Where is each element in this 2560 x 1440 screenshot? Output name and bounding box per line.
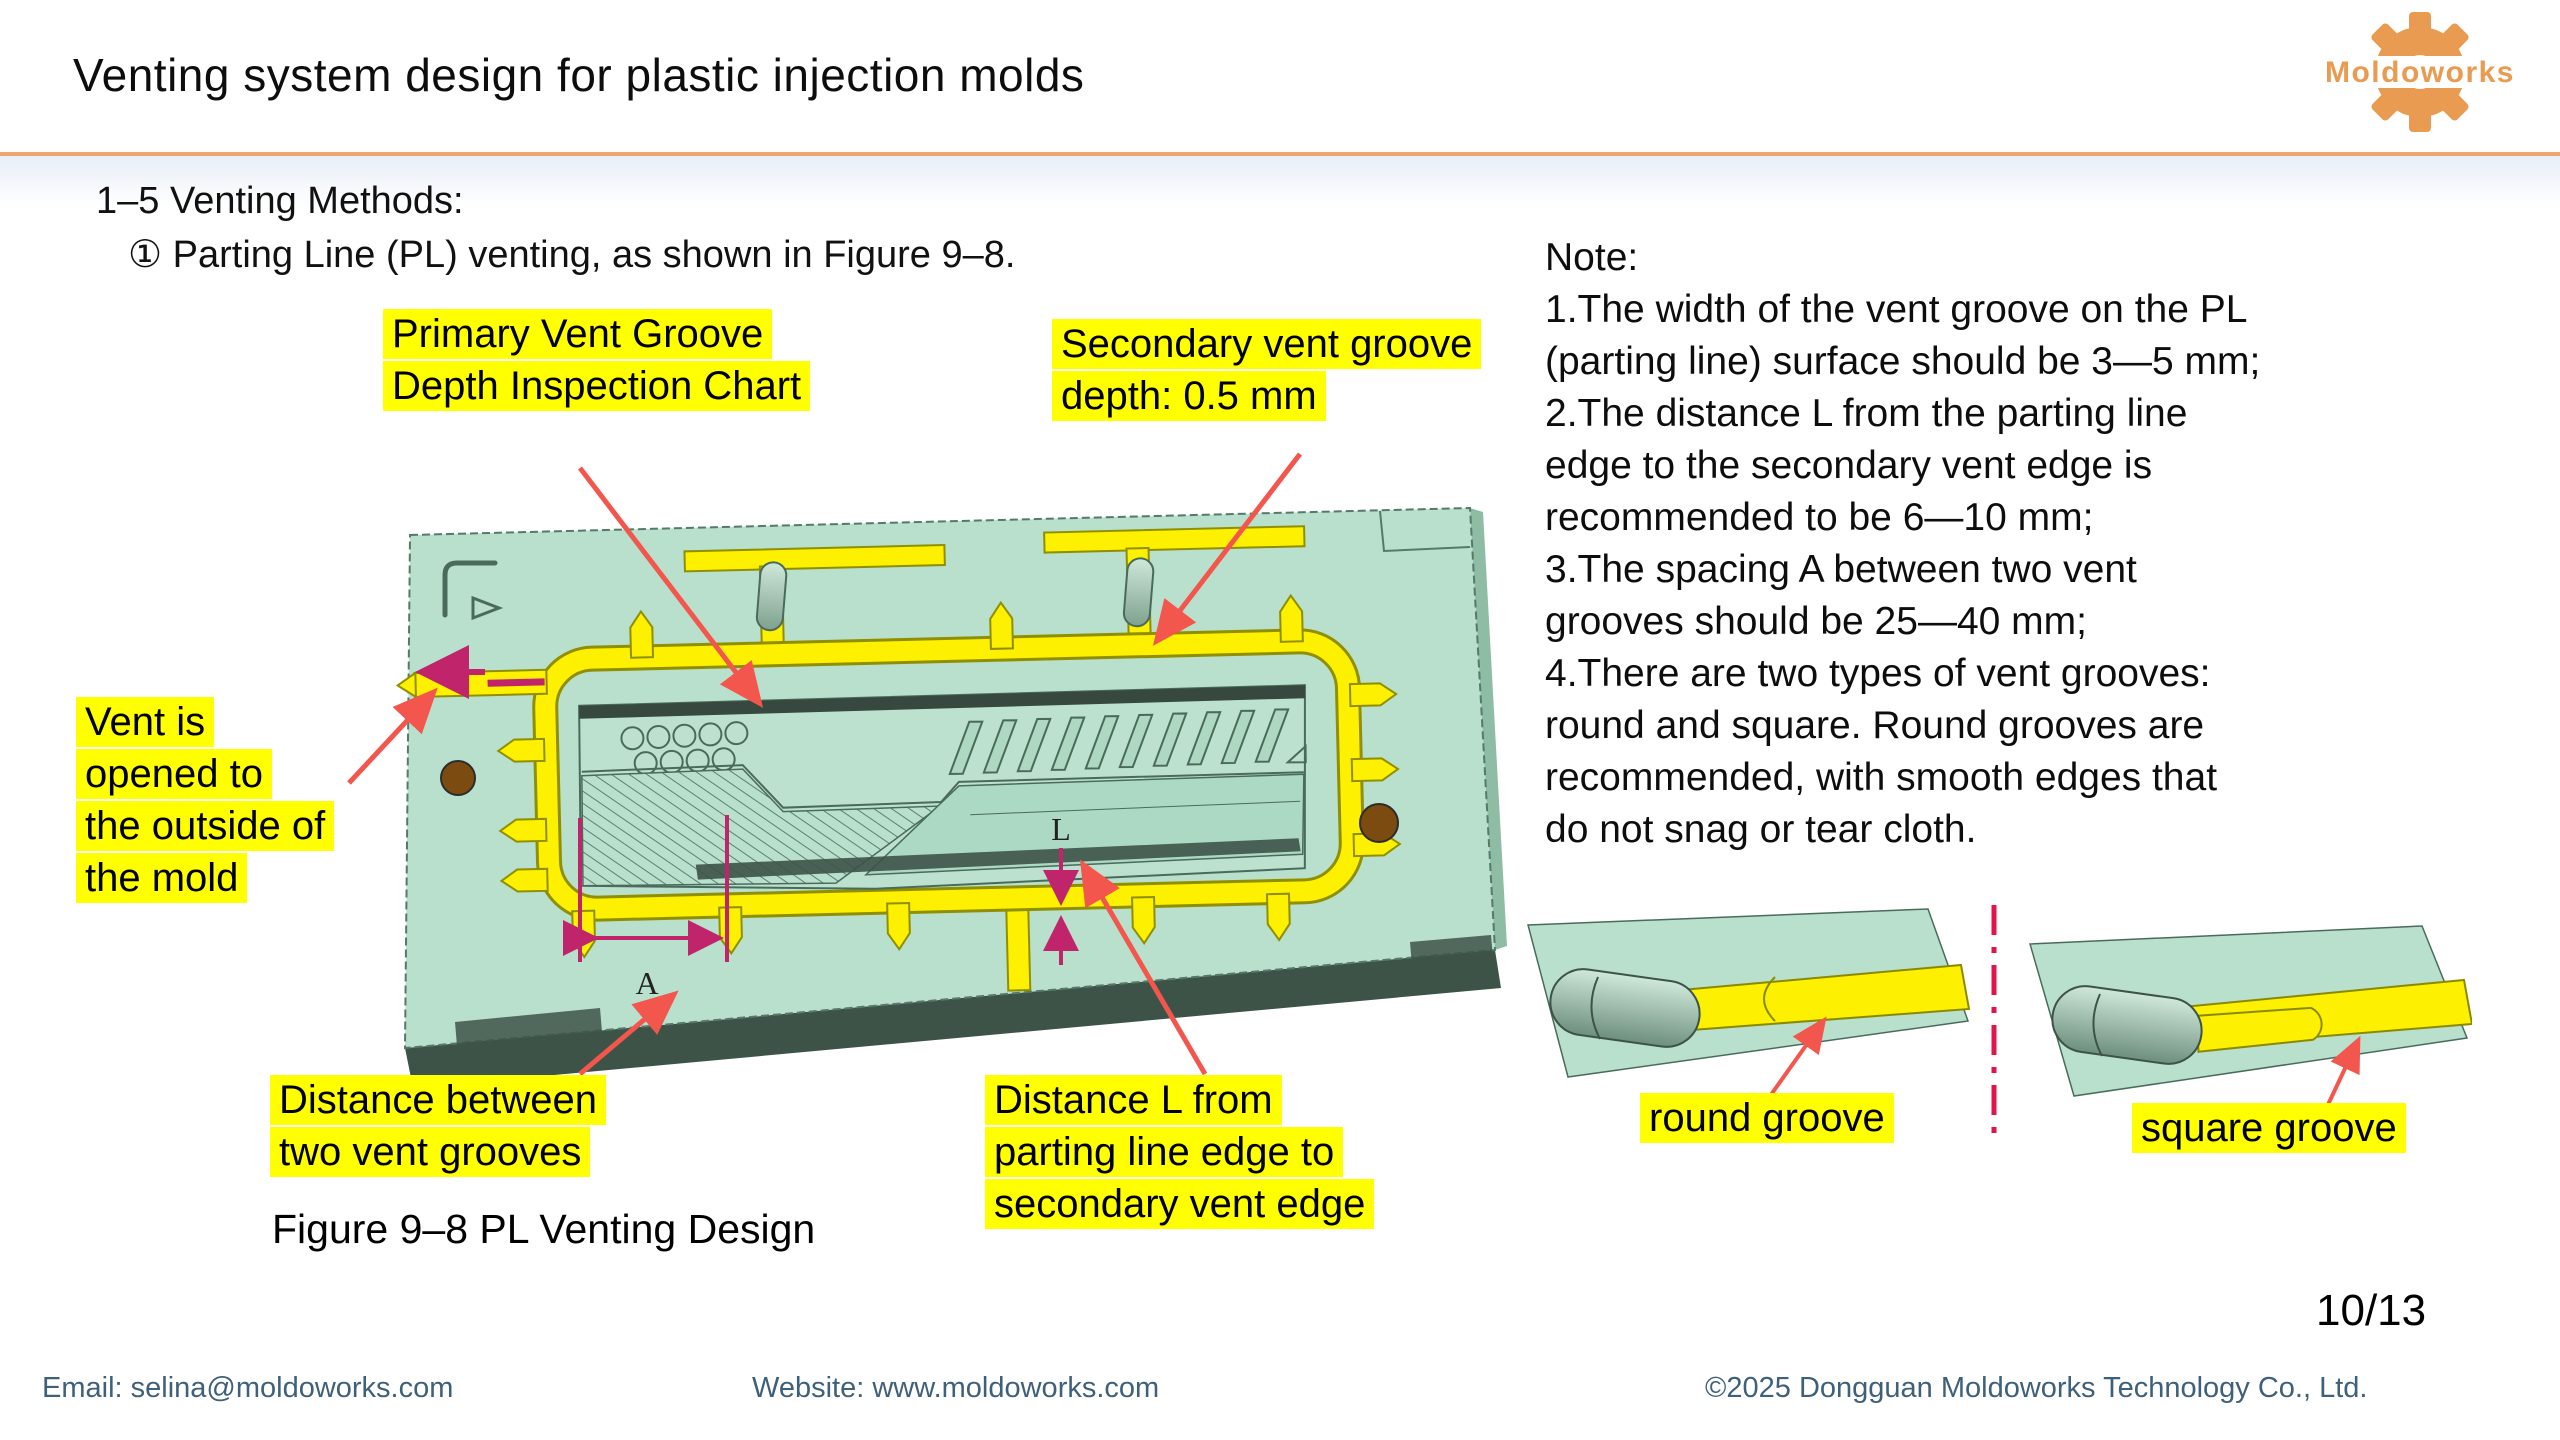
parting-edge-strip [695,838,1301,880]
footer-website: Website: www.moldoworks.com [752,1372,1160,1404]
note-text: Note: 1.The width of the vent groove on … [1545,236,2261,851]
dim-label-l: L [1051,811,1071,847]
label-primary-vent-groove: Primary Vent Groove Depth Inspection Cha… [383,308,811,412]
page-number: 10/13 [2316,1286,2427,1335]
label-square-groove: square groove [2132,1102,2406,1154]
footer-copyright: ©2025 Dongguan Moldoworks Technology Co.… [1705,1372,2368,1404]
moldoworks-logo: Moldoworks [2290,12,2550,132]
figure-caption: Figure 9–8 PL Venting Design [272,1206,816,1252]
square-groove-figure [2029,925,2472,1129]
pin-round-pills [755,557,1155,632]
label-distance-l: Distance L from parting line edge to sec… [985,1074,1375,1230]
pl-venting-figure: A L [347,452,1507,1088]
slat-pattern [948,708,1307,775]
page-title: Venting system design for plastic inject… [73,49,1085,101]
dim-label-a: A [635,965,658,1001]
header-fade-band [0,156,2560,208]
gate-corner-marker [442,560,504,621]
dimension-l: L [1043,811,1079,965]
screw-holes [440,760,1399,843]
logo-text: Moldoworks [2325,56,2515,89]
label-round-groove: round groove [1640,1092,1894,1144]
square-plug [2051,985,2203,1065]
header-divider [0,152,2560,156]
method-item-1: ① Parting Line (PL) venting, as shown in… [128,234,1016,276]
section-heading: 1–5 Venting Methods: [96,180,464,222]
gear-icon [2290,12,2550,132]
round-plug [1549,968,1701,1048]
round-groove-figure [1527,908,1970,1115]
groove-divider-line [1991,905,1997,1133]
label-vent-outside: Vent is opened to the outside of the mol… [76,696,335,904]
annotation-arrows [347,452,1302,1076]
label-secondary-vent-groove: Secondary vent groove depth: 0.5 mm [1052,318,1482,422]
mold-cavity [578,684,1307,890]
footer-email: Email: selina@moldoworks.com [42,1372,454,1404]
label-distance-a: Distance between two vent grooves [270,1074,606,1178]
